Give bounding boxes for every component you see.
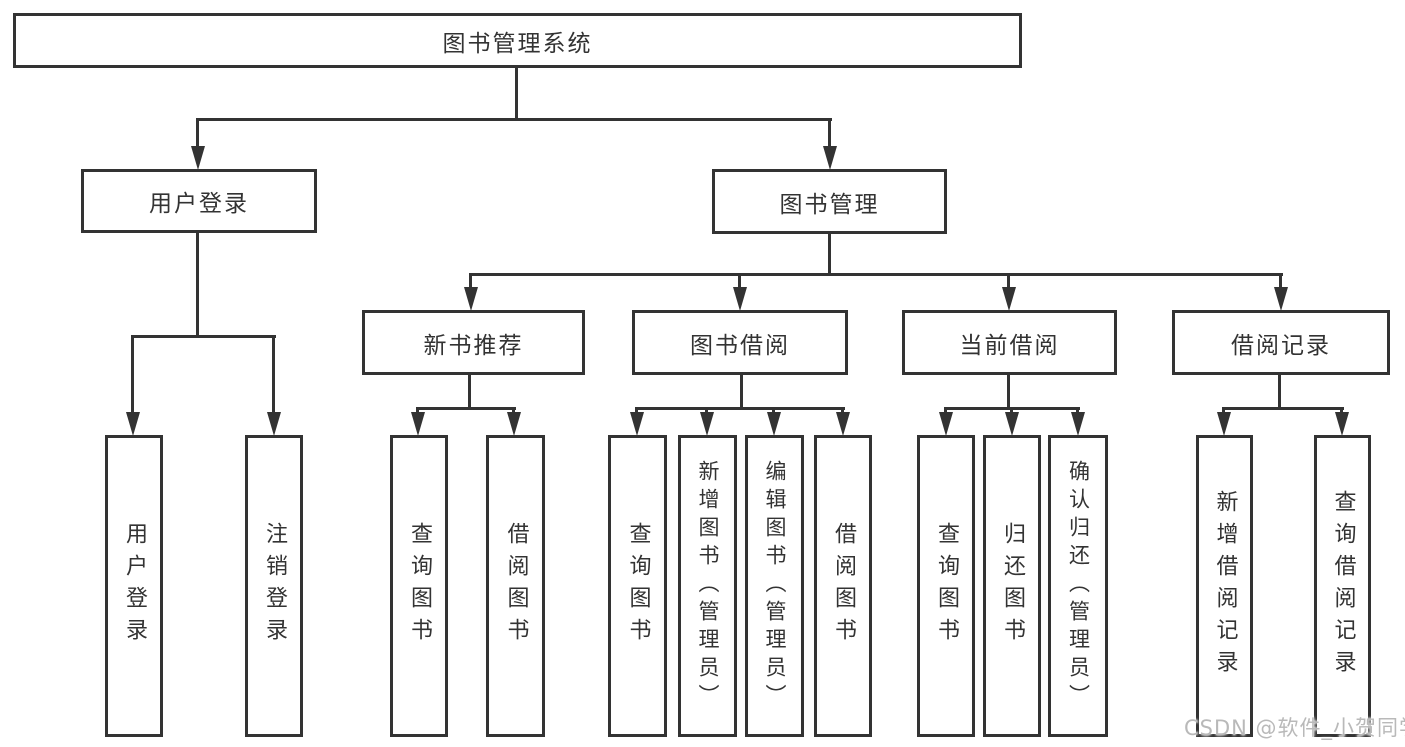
connector-line [131, 335, 134, 415]
connector-line [1278, 375, 1281, 410]
leaf-borrow-books-recommend: 借阅图书 [486, 435, 545, 737]
connector-line [705, 407, 708, 416]
leaf-return-books: 归还图书 [983, 435, 1041, 737]
arrowhead-icon [411, 412, 425, 436]
arrowhead-icon [939, 412, 953, 436]
arrowhead-icon [267, 412, 281, 436]
arrowhead-icon [1274, 287, 1288, 311]
leaf-add-book-admin: 新增图书（管理员） [678, 435, 737, 737]
node-book-borrowing: 图书借阅 [632, 310, 848, 375]
arrowhead-icon [836, 412, 850, 436]
connector-line [944, 407, 947, 416]
connector-line [1076, 407, 1079, 416]
connector-line [196, 233, 199, 337]
connector-line [1340, 407, 1343, 416]
connector-line [1007, 273, 1010, 289]
leaf-borrow-books-borrowing: 借阅图书 [814, 435, 872, 737]
node-user-login: 用户登录 [81, 169, 317, 233]
node-current-borrowing: 当前借阅 [902, 310, 1117, 375]
node-new-book-recommend: 新书推荐 [362, 310, 585, 375]
connector-line [1279, 273, 1282, 289]
connector-line [416, 407, 419, 416]
connector-line [417, 407, 516, 410]
connector-line [1007, 375, 1010, 410]
leaf-query-books-borrowing: 查询图书 [608, 435, 667, 737]
connector-line [469, 273, 472, 289]
connector-line [132, 335, 276, 338]
arrowhead-icon [126, 412, 140, 436]
connector-line [1222, 407, 1344, 410]
leaf-query-borrow-record: 查询借阅记录 [1314, 435, 1371, 737]
arrowhead-icon [767, 412, 781, 436]
arrowhead-icon [1335, 412, 1349, 436]
arrowhead-icon [733, 287, 747, 311]
node-borrowing-records: 借阅记录 [1172, 310, 1390, 375]
leaf-query-books-current: 查询图书 [917, 435, 975, 737]
connector-line [828, 118, 831, 148]
arrowhead-icon [191, 146, 205, 170]
leaf-confirm-return-admin: 确认归还（管理员） [1048, 435, 1108, 737]
connector-line [738, 273, 741, 289]
connector-line [468, 375, 471, 410]
leaf-query-books-recommend: 查询图书 [390, 435, 448, 737]
arrowhead-icon [700, 412, 714, 436]
connector-line [515, 68, 518, 118]
node-root: 图书管理系统 [13, 13, 1022, 68]
leaf-add-borrow-record: 新增借阅记录 [1196, 435, 1253, 737]
connector-line [512, 407, 515, 416]
csdn-watermark: CSDN @软件_小贺同学 [1184, 716, 1405, 740]
connector-line [772, 407, 775, 416]
connector-line [636, 407, 845, 410]
connector-line [841, 407, 844, 416]
arrowhead-icon [823, 146, 837, 170]
connector-line [828, 234, 831, 276]
connector-line [197, 118, 832, 121]
arrowhead-icon [507, 412, 521, 436]
arrowhead-icon [1071, 412, 1085, 436]
connector-line [1222, 407, 1225, 416]
arrowhead-icon [464, 287, 478, 311]
connector-line [740, 375, 743, 410]
node-book-management: 图书管理 [712, 169, 947, 234]
arrowhead-icon [1002, 287, 1016, 311]
arrowhead-icon [1217, 412, 1231, 436]
arrowhead-icon [630, 412, 644, 436]
connector-line [635, 407, 638, 416]
connector-line [470, 273, 1283, 276]
connector-line [1010, 407, 1013, 416]
connector-line [272, 335, 275, 415]
connector-line [196, 118, 199, 148]
arrowhead-icon [1005, 412, 1019, 436]
leaf-logout: 注销登录 [245, 435, 303, 737]
leaf-user-login: 用户登录 [105, 435, 163, 737]
leaf-edit-book-admin: 编辑图书（管理员） [745, 435, 804, 737]
